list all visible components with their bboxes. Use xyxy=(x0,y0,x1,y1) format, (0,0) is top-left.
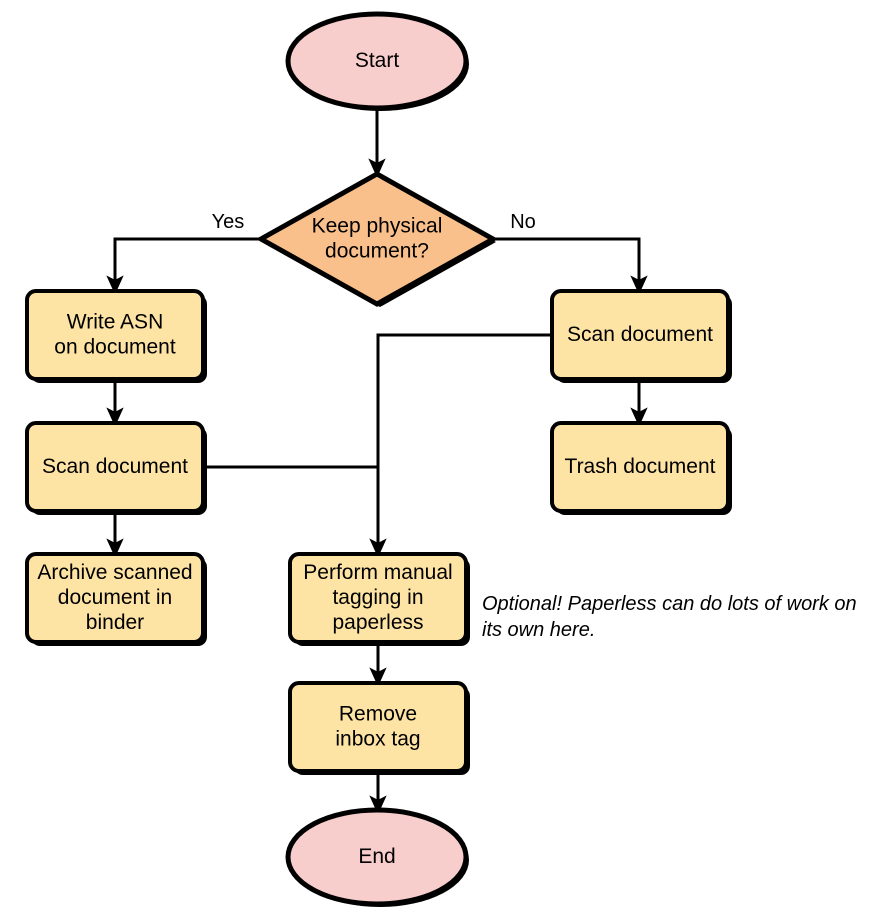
node-label-line: inbox tag xyxy=(335,727,420,750)
annotation-line: Optional! Paperless can do lots of work … xyxy=(482,593,857,615)
edge-scan-document-right-to-manual-tagging xyxy=(369,333,552,558)
node-label-line: Start xyxy=(355,49,400,72)
annotations-layer: Optional! Paperless can do lots of work … xyxy=(482,593,857,641)
node-body xyxy=(550,289,730,381)
node-label-end: End xyxy=(358,845,395,868)
node-body xyxy=(288,552,468,644)
node-label-line: on document xyxy=(54,335,176,358)
node-label-line: Remove xyxy=(339,702,417,725)
node-label-scan-document-left: Scan document xyxy=(42,455,188,478)
annotation-optional-note: Optional! Paperless can do lots of work … xyxy=(482,593,857,641)
node-label-trash-document: Trash document xyxy=(565,455,716,478)
node-body xyxy=(285,807,469,907)
node-label-line: tagging in xyxy=(332,586,423,609)
node-label-line: End xyxy=(358,845,395,868)
node-label-line: binder xyxy=(86,611,144,634)
node-body xyxy=(288,681,468,773)
node-label-line: Trash document xyxy=(565,455,716,478)
node-label-start: Start xyxy=(355,49,400,72)
node-label-scan-document-right: Scan document xyxy=(567,323,713,346)
edge-label-decision-no-to-scan-document-right: No xyxy=(510,211,536,233)
node-start[interactable]: Start xyxy=(285,11,469,111)
annotation-line: its own here. xyxy=(482,619,595,641)
node-label-line: Scan document xyxy=(567,323,713,346)
node-end[interactable]: End xyxy=(285,807,469,907)
node-body xyxy=(255,171,499,307)
node-label-line: Scan document xyxy=(42,455,188,478)
edge-decision-yes-to-write-asn xyxy=(106,237,261,295)
edge-decision-no-to-scan-document-right xyxy=(493,237,648,295)
node-body xyxy=(25,289,205,381)
edge-labels-layer: Yes No xyxy=(212,211,536,233)
edge-label-decision-yes-to-write-asn: Yes xyxy=(212,211,245,233)
node-trash-document[interactable]: Trash document xyxy=(550,421,732,515)
node-label-line: Keep physical xyxy=(312,214,443,237)
node-label-line: paperless xyxy=(332,611,423,634)
node-label-line: Write ASN xyxy=(67,310,163,333)
node-scan-document-right[interactable]: Scan document xyxy=(550,289,732,383)
node-body xyxy=(25,421,205,513)
edges-layer xyxy=(106,108,648,815)
node-body xyxy=(25,552,205,644)
node-label-line: Archive scanned xyxy=(37,561,192,584)
node-scan-document-left[interactable]: Scan document xyxy=(25,421,207,515)
node-body xyxy=(550,421,730,513)
node-label-line: document in xyxy=(58,586,172,609)
node-label-line: document? xyxy=(325,239,429,262)
node-label-line: Perform manual xyxy=(303,561,452,584)
node-body xyxy=(285,11,469,111)
